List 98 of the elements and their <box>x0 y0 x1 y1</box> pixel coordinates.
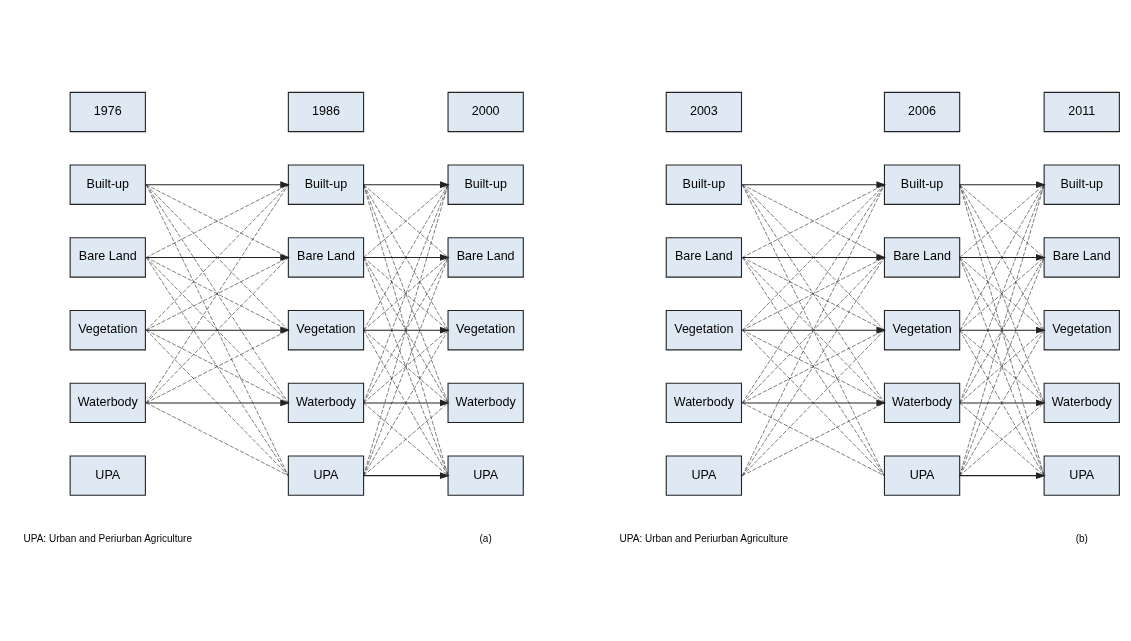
node-box: 1976 <box>69 91 146 132</box>
connector <box>959 183 1045 258</box>
label: UPA: Urban and Periurban Agriculture <box>23 532 193 544</box>
node-box: Bare Land <box>287 236 365 278</box>
node-box: Bare Land <box>1043 236 1120 278</box>
connector <box>363 183 449 258</box>
node-box: UPA <box>69 454 146 496</box>
node-box: Waterbody <box>287 382 365 423</box>
arrow <box>145 326 290 334</box>
connector <box>959 329 1045 476</box>
arrow <box>741 399 887 406</box>
arrow <box>959 253 1046 261</box>
connector <box>363 183 449 403</box>
label: UPA: Urban and Periurban Agriculture <box>619 532 789 544</box>
arrow <box>363 253 450 261</box>
connector <box>742 329 885 476</box>
connector <box>363 329 449 476</box>
connector <box>145 329 289 476</box>
node-box: Waterbody <box>665 382 743 423</box>
node-box: Built-up <box>883 164 961 205</box>
connector <box>742 183 885 403</box>
connector <box>959 402 1045 476</box>
connector <box>145 183 289 476</box>
arrow <box>145 180 290 188</box>
node-box: Vegetation <box>1043 309 1120 350</box>
connector <box>959 329 1045 403</box>
connector <box>145 183 289 403</box>
connector <box>959 183 1045 330</box>
connector <box>742 256 885 403</box>
arrow <box>959 180 1046 188</box>
node-box: UPA <box>447 454 524 496</box>
node-box: 2003 <box>665 91 743 132</box>
node-box: Vegetation <box>665 309 743 350</box>
connector <box>742 183 885 330</box>
connector <box>742 256 885 330</box>
node-box: 2011 <box>1043 91 1120 132</box>
node-box: Vegetation <box>287 309 365 350</box>
node-box: Built-up <box>287 164 365 205</box>
node-box: Built-up <box>447 164 524 205</box>
node-box: UPA <box>287 454 365 496</box>
node-box: Waterbody <box>1043 382 1120 423</box>
connector <box>145 183 289 258</box>
connector <box>145 329 289 403</box>
arrow <box>741 180 887 188</box>
node-box: Waterbody <box>447 382 524 423</box>
arrow <box>959 326 1046 334</box>
node-box: Bare Land <box>69 236 146 278</box>
connector <box>959 256 1045 476</box>
node-box: Bare Land <box>447 236 524 278</box>
connector <box>363 329 449 403</box>
connector <box>363 402 449 476</box>
node-box: UPA <box>883 454 961 496</box>
connector <box>959 183 1045 403</box>
label: (a) <box>479 532 492 544</box>
arrow <box>363 399 450 406</box>
connector <box>145 402 289 476</box>
connector <box>742 402 885 476</box>
arrow <box>363 326 450 334</box>
label: (b) <box>1075 532 1088 544</box>
node-box: Built-up <box>69 164 146 205</box>
connector <box>145 183 289 330</box>
node-box: Waterbody <box>69 382 146 423</box>
node-box: UPA <box>1043 454 1120 496</box>
node-box: Vegetation <box>447 309 524 350</box>
node-box: Waterbody <box>883 382 961 423</box>
arrow <box>959 399 1046 406</box>
node-box: Built-up <box>1043 164 1120 205</box>
arrow <box>363 471 450 479</box>
node-box: Built-up <box>665 164 743 205</box>
connector <box>363 183 449 330</box>
connector <box>742 183 885 258</box>
node-box: Vegetation <box>883 309 961 350</box>
connector <box>363 256 449 330</box>
node-box: 2006 <box>883 91 961 132</box>
node-box: Vegetation <box>69 309 146 350</box>
connector <box>742 256 885 476</box>
arrow <box>145 399 290 406</box>
connector <box>145 256 289 330</box>
node-box: Bare Land <box>883 236 961 278</box>
connector <box>363 256 449 403</box>
arrow <box>959 471 1046 479</box>
connector <box>742 329 885 403</box>
arrow <box>741 326 887 334</box>
connector <box>959 256 1045 403</box>
connector <box>959 183 1045 476</box>
connector <box>145 256 289 476</box>
arrow <box>741 253 887 261</box>
connector <box>363 183 449 476</box>
node-box: Bare Land <box>665 236 743 278</box>
arrow <box>363 180 450 188</box>
node-box: 2000 <box>447 91 524 132</box>
connector <box>959 256 1045 330</box>
connector <box>363 256 449 476</box>
node-box: 1986 <box>287 91 365 132</box>
arrow <box>145 253 290 261</box>
connector <box>145 256 289 403</box>
connector <box>742 183 885 476</box>
node-box: UPA <box>665 454 743 496</box>
